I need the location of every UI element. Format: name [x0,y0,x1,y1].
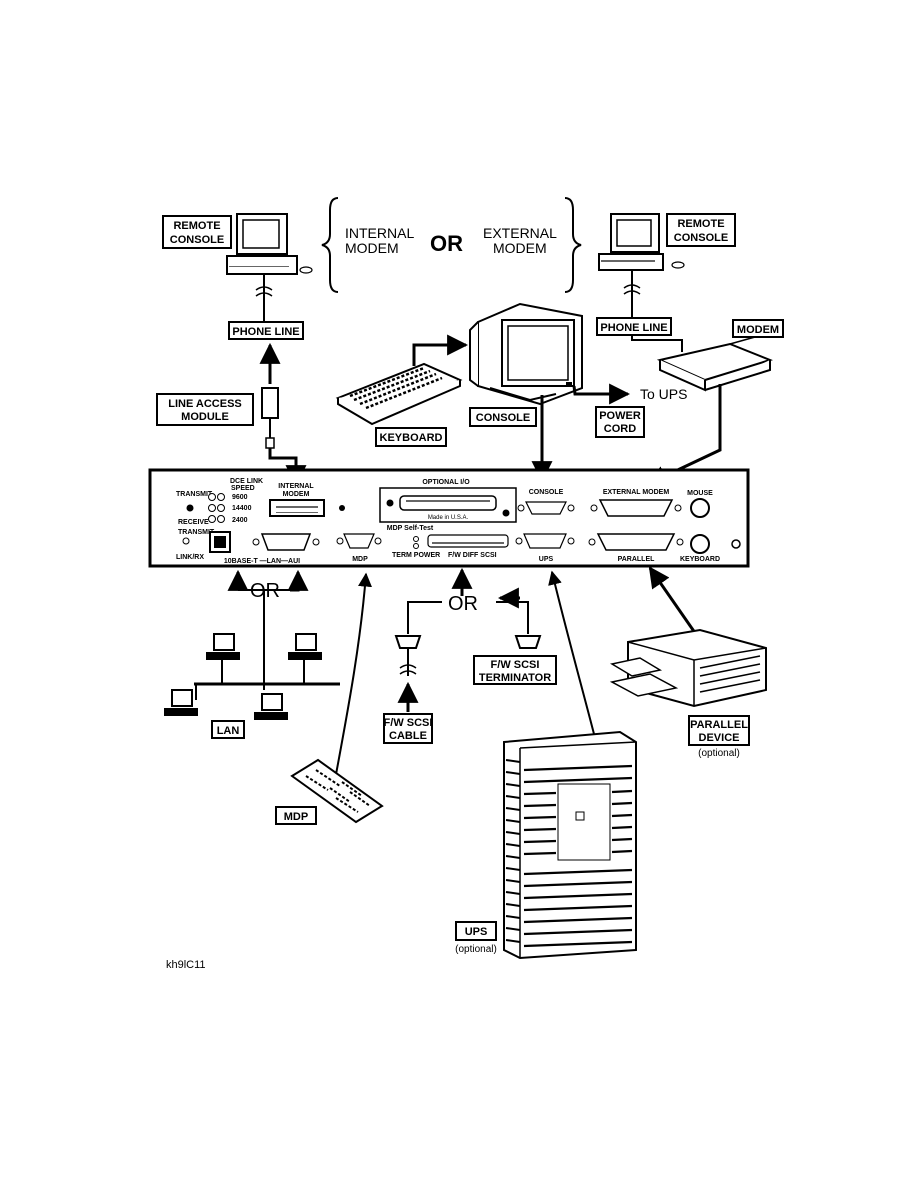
panel-mdp-self-test: MDP Self-Test [387,525,434,532]
ups-device: UPS (optional) [455,570,637,960]
panel-made-in-usa: Made in U.S.A. [428,515,469,521]
phone-line-left-label: PHONE LINE [232,326,299,338]
header-internal-modem-line2: MODEM [345,240,399,256]
panel-parallel: PARALLEL [618,556,656,563]
header-external-modem-line2: MODEM [493,240,547,256]
fw-scsi-terminator-label-1: F/W SCSI [491,659,540,671]
parallel-device-optional: (optional) [698,748,740,759]
header-external-modem-line1: EXTERNAL [483,225,557,241]
panel-mouse: MOUSE [687,490,713,497]
panel-speed-2400: 2400 [232,517,248,524]
remote-console-left-label-2: CONSOLE [170,234,224,246]
panel-transmit: TRANSMIT [176,491,213,498]
panel-keyboard: KEYBOARD [680,556,720,563]
console-label: CONSOLE [476,412,530,424]
panel-base-lan-aui: 10BASE-T —LAN—AUI [224,558,300,565]
console-keyboard: KEYBOARD [335,334,469,447]
panel-mdp: MDP [352,556,368,563]
remote-console-right-label-2: CONSOLE [674,232,728,244]
phone-line-left: PHONE LINE [228,321,304,384]
parallel-device: PARALLEL DEVICE (optional) [609,566,767,759]
console-monitor: To UPS CONSOLE POWER CORD [469,302,687,483]
header-or: OR [430,231,463,256]
ups-label: UPS [465,926,488,938]
power-cord-label-1: POWER [599,410,641,422]
panel-console: CONSOLE [529,489,564,496]
panel-fw-diff-scsi: F/W DIFF SCSI [448,552,497,559]
lan-label: LAN [217,725,240,737]
panel-dce-link-1: DCE LINK [230,478,263,485]
panel-dce-link-2: SPEED [231,485,255,492]
to-ups-label: To UPS [640,386,687,402]
figure-id: kh9lC11 [166,959,206,971]
fw-scsi-cable-label-2: CABLE [389,730,427,742]
parallel-device-label-1: PARALLEL [690,719,748,731]
modem-label: MODEM [737,324,779,336]
fw-scsi-cable-label-1: F/W SCSI [384,717,433,729]
scsi-connection: OR F/W SCSI CABLE F/W SCSI TERMINATOR [383,567,557,744]
panel-ups: UPS [539,556,554,563]
header-internal-modem-line1: INTERNAL [345,225,414,241]
remote-console-left: REMOTE CONSOLE [162,213,313,322]
lan-computer-4 [254,693,288,720]
panel-optional-io: OPTIONAL I/O [422,479,470,486]
or-scsi: OR [448,593,478,615]
fw-scsi-terminator-label-2: TERMINATOR [479,672,551,684]
parallel-device-label-2: DEVICE [699,732,740,744]
panel-transmit-small: TRANSMIT [178,529,215,536]
or-lan: OR [250,580,280,602]
panel-speed-14400: 14400 [232,505,252,512]
mdp-device: MDP [275,572,384,825]
lan-connection: OR LAN [164,569,340,739]
lan-computer-2 [288,633,322,684]
remote-console-left-label-1: REMOTE [173,220,220,232]
lan-computer-3 [164,684,198,716]
panel-speed-9600: 9600 [232,494,248,501]
remote-console-right: REMOTE CONSOLE PHONE LINE [596,213,736,352]
keyboard-label: KEYBOARD [380,432,443,444]
panel-term-power: TERM POWER [392,552,440,559]
panel-internal-modem-1: INTERNAL [278,483,314,490]
rear-panel: TRANSMIT RECEIVE DCE LINK SPEED 9600 144… [148,468,750,568]
ups-optional: (optional) [455,944,497,955]
phone-line-right-label: PHONE LINE [600,322,667,334]
header-modem-choice: INTERNAL MODEM OR EXTERNAL MODEM [321,197,582,293]
panel-receive: RECEIVE [178,519,209,526]
panel-link-small: LINK/RX [176,554,204,561]
line-access-module-label-1: LINE ACCESS [168,398,242,410]
panel-external-modem: EXTERNAL MODEM [603,489,670,496]
line-access-module: LINE ACCESS MODULE [156,387,307,487]
line-access-module-label-2: MODULE [181,411,229,423]
power-cord-label-2: CORD [604,423,636,435]
external-modem-device: MODEM [646,319,784,486]
lan-computer-1 [206,633,240,684]
panel-internal-modem-2: MODEM [283,491,310,498]
mdp-label: MDP [284,811,308,823]
remote-console-right-label-1: REMOTE [677,218,724,230]
